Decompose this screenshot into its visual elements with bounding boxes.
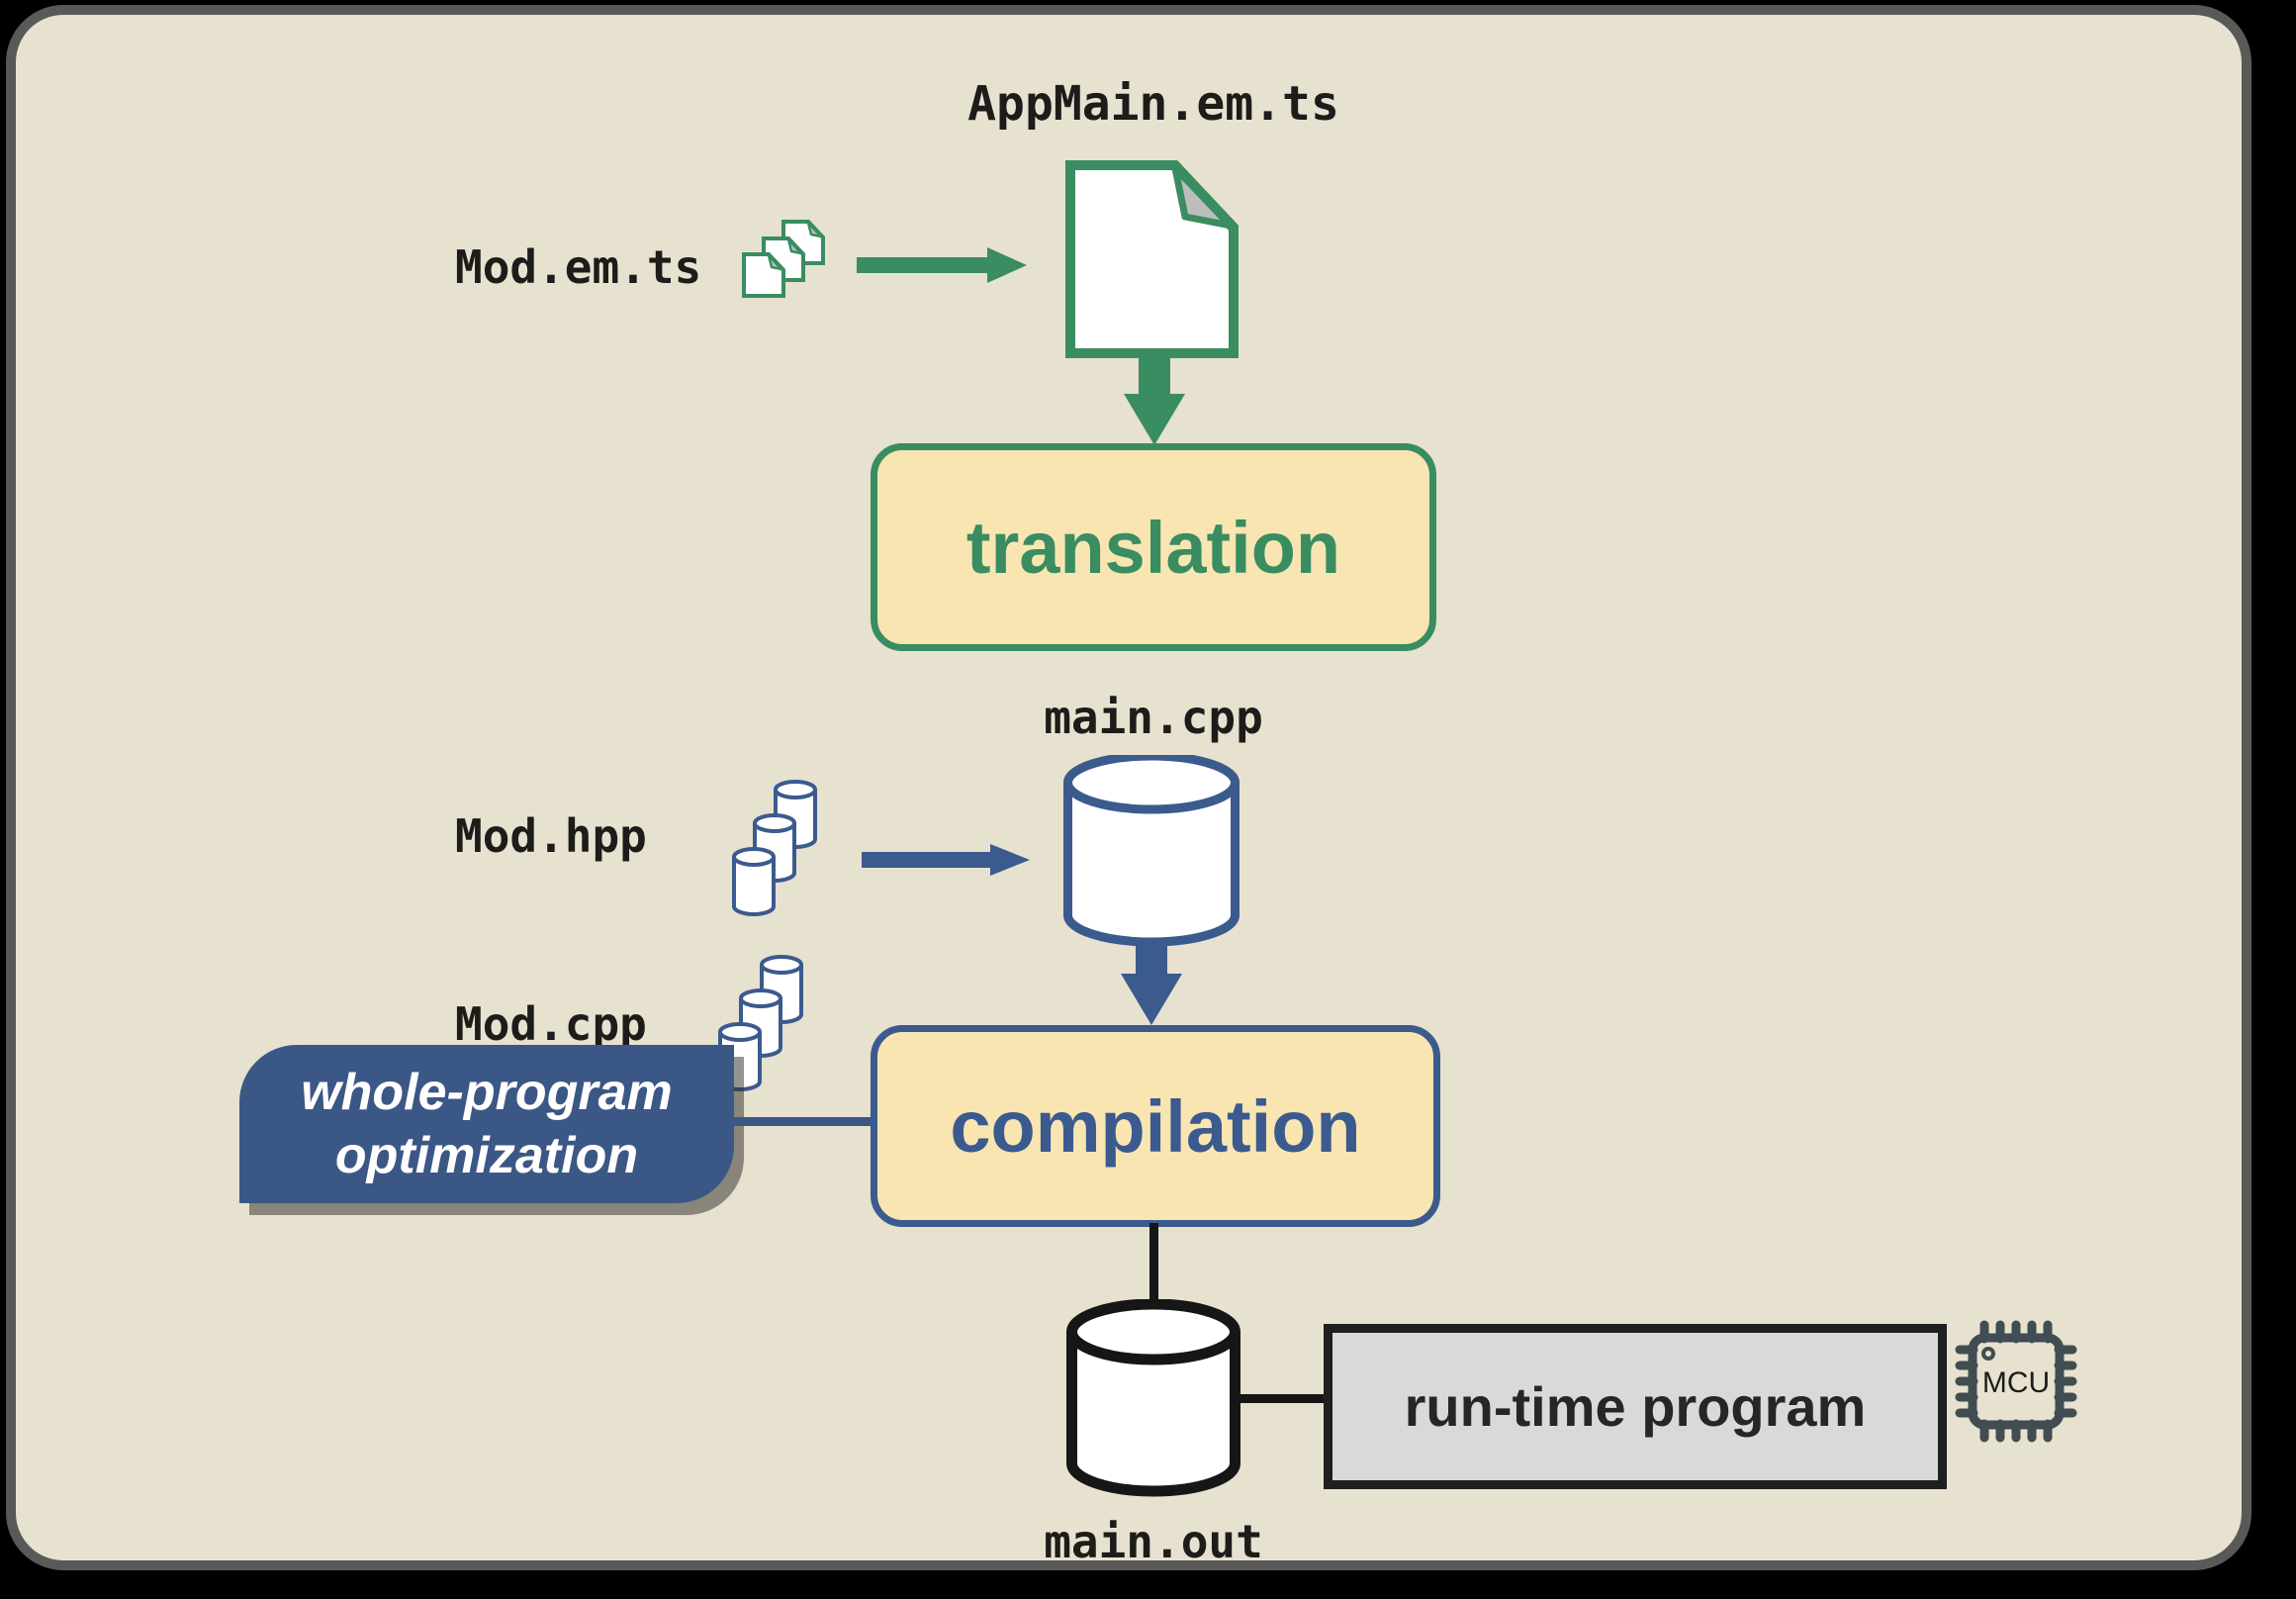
runtime-program-label: run-time program (1404, 1375, 1867, 1438)
main-cpp-label: main.cpp (1044, 691, 1263, 744)
banner-connector-line (732, 1117, 872, 1126)
small-cylinder-icon (732, 847, 776, 916)
mod-hpp-label: Mod.hpp (455, 809, 647, 863)
optimization-label-line1: whole-program (301, 1064, 673, 1121)
document-icon (1065, 160, 1239, 358)
translation-label: translation (965, 506, 1341, 589)
optimization-banner: whole-program optimization (239, 1045, 734, 1203)
mod-cpp-label: Mod.cpp (455, 997, 647, 1051)
optimization-label-line2: optimization (334, 1127, 639, 1184)
mcu-chip-icon: MCU (1955, 1320, 2077, 1443)
document-stack-icon (742, 220, 829, 299)
main-out-label: main.out (1044, 1515, 1263, 1568)
arrow-right-blue-icon (862, 844, 1030, 876)
compilation-label: compilation (950, 1084, 1361, 1168)
appmain-file-label: AppMain.em.ts (967, 76, 1339, 132)
runtime-program-box: run-time program (1324, 1324, 1947, 1489)
translation-process-box: translation (871, 443, 1436, 651)
runtime-connector-line (1235, 1394, 1326, 1403)
output-cylinder-icon (1066, 1299, 1240, 1497)
mcu-label: MCU (1982, 1366, 2050, 1399)
arrow-down-blue-icon (1121, 938, 1182, 1025)
database-cylinder-icon (1063, 755, 1240, 947)
arrow-down-green-icon (1124, 356, 1185, 445)
small-document-icon (742, 252, 785, 298)
cylinder-stack-icon (732, 780, 819, 920)
compilation-output-line (1149, 1223, 1158, 1308)
compilation-process-box: compilation (871, 1025, 1440, 1227)
arrow-right-green-icon (857, 247, 1027, 283)
mod-em-ts-label: Mod.em.ts (455, 240, 702, 294)
